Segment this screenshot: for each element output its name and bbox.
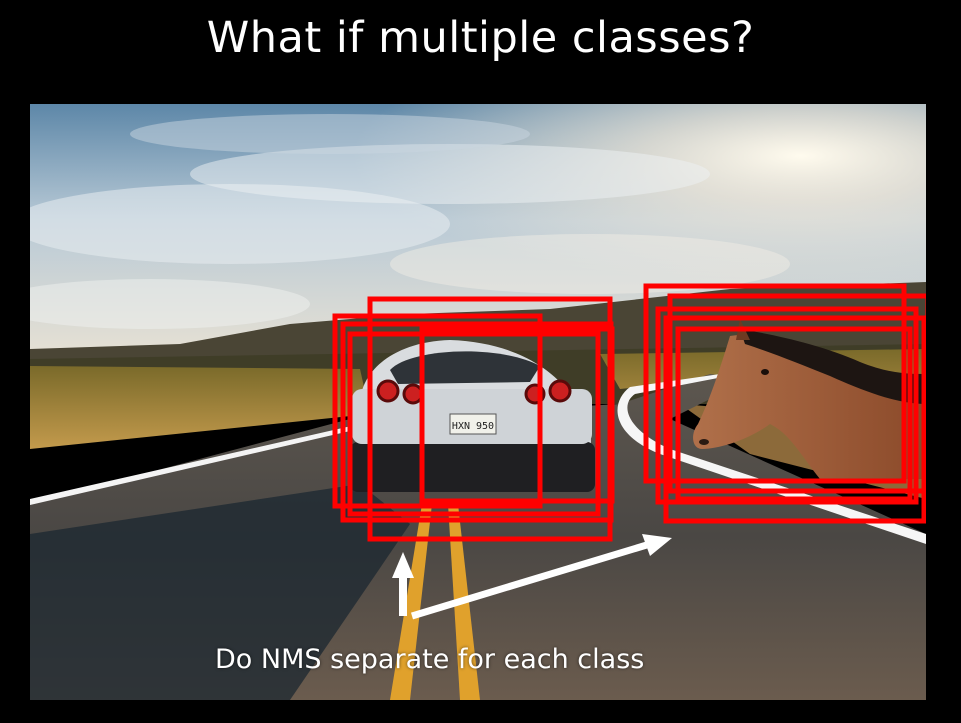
car-box-2 <box>332 313 543 509</box>
car-detection-boxes <box>332 296 615 542</box>
slide-title: What if multiple classes? <box>206 13 755 63</box>
car: HXN 950 <box>350 340 595 492</box>
horse-box-2 <box>667 293 926 494</box>
horse-box-4 <box>663 315 926 524</box>
horse-detection-boxes <box>643 283 926 524</box>
license-plate: HXN 950 <box>452 421 494 432</box>
horse <box>693 319 926 479</box>
horse-box-5 <box>675 326 913 502</box>
road-photo: HXN 950 <box>30 104 926 700</box>
caption: Do NMS separate for each class <box>215 644 645 675</box>
arrow-to-horse <box>410 540 652 620</box>
car-box-5 <box>347 331 601 517</box>
arrows <box>392 534 672 620</box>
horse-box-3 <box>655 306 919 505</box>
sky <box>30 104 926 364</box>
car-box-4 <box>419 326 615 504</box>
horse-box-1 <box>643 283 907 484</box>
